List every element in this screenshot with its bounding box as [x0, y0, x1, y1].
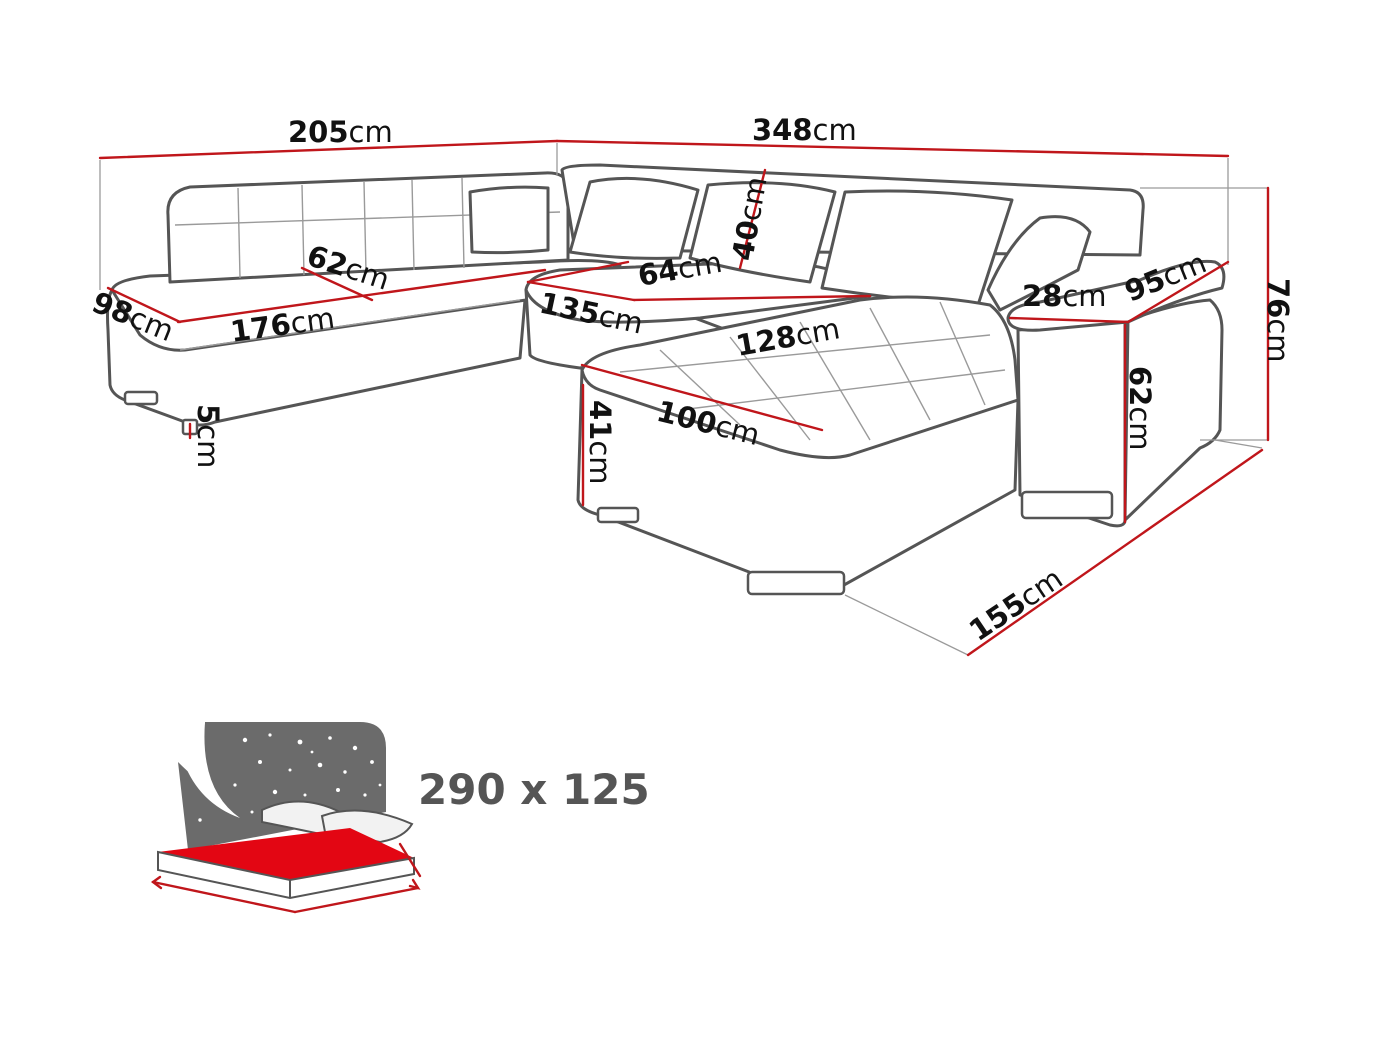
middle-pillow-2: [688, 181, 837, 284]
chaise-seat-top: [580, 295, 1020, 460]
stars: [198, 733, 382, 822]
dim-line-205: [98, 139, 559, 160]
label-62-arm: 62cm: [1123, 366, 1157, 451]
extension-lines: [99, 143, 1268, 656]
label-28: 28cm: [1022, 279, 1107, 313]
sleeping-area-label: 290 x 125: [418, 765, 650, 814]
left-corner-pillow: [468, 185, 550, 255]
label-64: 64cm: [635, 245, 724, 293]
bed-night-icon: [150, 722, 422, 914]
dim-line-155: [966, 448, 1264, 657]
label-128: 128cm: [733, 311, 842, 363]
label-5: 5cm: [191, 404, 225, 468]
dim-line-62-seat: [300, 266, 374, 302]
label-348: 348cm: [752, 113, 857, 147]
label-176: 176cm: [228, 301, 336, 349]
dim-line-100: [580, 363, 824, 432]
bed-mattress-top: [158, 828, 414, 880]
dim-line-28: [1008, 316, 1130, 324]
right-side-pillow: [986, 215, 1092, 312]
dim-line-135: [526, 280, 636, 302]
dim-line-40: [738, 168, 767, 270]
bed-width-arrow: [151, 880, 297, 914]
label-155: 155cm: [963, 561, 1069, 648]
dim-line-64: [526, 260, 630, 284]
sofa-drawing: [106, 163, 1226, 596]
right-armrest-top: [1006, 259, 1226, 332]
label-41: 41cm: [583, 400, 617, 485]
bed-depth-arrow: [293, 886, 420, 914]
right-armrest-body: [1123, 298, 1224, 522]
dim-line-128: [632, 294, 872, 302]
left-seat-top: [110, 259, 622, 352]
dim-line-348: [555, 139, 1230, 158]
dim-line-98: [106, 286, 182, 324]
dim-line-95: [1126, 260, 1230, 324]
label-40: 40cm: [725, 174, 773, 263]
dimension-lines: [98, 139, 1270, 657]
label-205: 205cm: [288, 115, 393, 149]
label-76: 76cm: [1261, 278, 1295, 363]
middle-pillow-3: [820, 189, 1014, 307]
middle-pillow-1: [568, 176, 700, 260]
